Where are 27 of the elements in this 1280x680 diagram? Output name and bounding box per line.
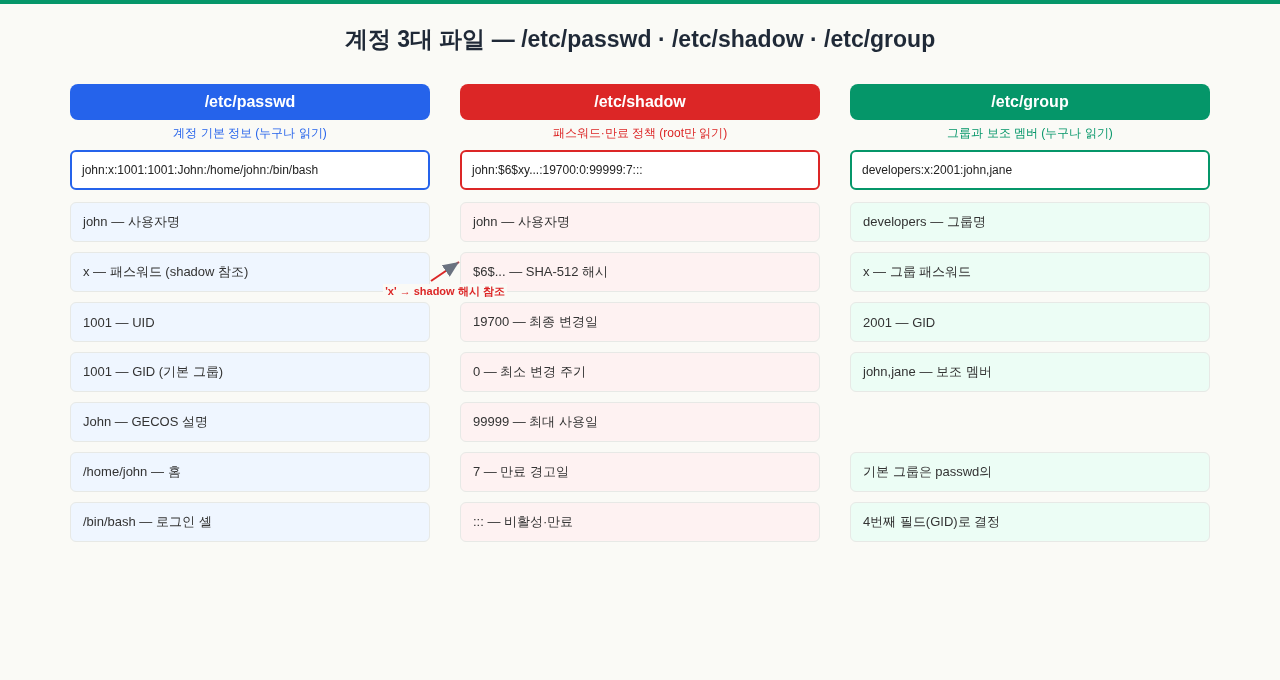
field-box: 1001 — GID (기본 그룹) — [70, 352, 430, 392]
column-header: /etc/group — [850, 84, 1210, 120]
field-box: john — 사용자명 — [460, 202, 820, 242]
field-box: 1001 — UID — [70, 302, 430, 342]
field-box: ::: — 비활성·만료 — [460, 502, 820, 542]
field-box: x — 그룹 패스워드 — [850, 252, 1210, 292]
field-box: 2001 — GID — [850, 302, 1210, 342]
field-box: 0 — 최소 변경 주기 — [460, 352, 820, 392]
subtitle: 계정 기본 정보 (누구나 읽기) — [172, 125, 328, 142]
field-box: 99999 — 최대 사용일 — [460, 402, 820, 442]
note-box: 기본 그룹은 passwd의 — [850, 452, 1210, 492]
edge-label: 'x' → shadow 해시 참조 — [383, 284, 507, 298]
arrow — [430, 261, 460, 282]
subtitle: 패스워드·만료 정책 (root만 읽기) — [551, 125, 729, 142]
field-box: john,jane — 보조 멤버 — [850, 352, 1210, 392]
field-box: developers — 그룹명 — [850, 202, 1210, 242]
subtitle: 그룹과 보조 멤버 (누구나 읽기) — [946, 125, 1114, 142]
field-box: John — GECOS 설명 — [70, 402, 430, 442]
column-header: /etc/shadow — [460, 84, 820, 120]
field-box: 19700 — 최종 변경일 — [460, 302, 820, 342]
note-box: 4번째 필드(GID)로 결정 — [850, 502, 1210, 542]
field-box: john — 사용자명 — [70, 202, 430, 242]
field-box: /bin/bash — 로그인 셸 — [70, 502, 430, 542]
title: 계정 3대 파일 — /etc/passwd · /etc/shadow · /etc/group — [343, 25, 937, 54]
field-box: /home/john — 홈 — [70, 452, 430, 492]
column-header: /etc/passwd — [70, 84, 430, 120]
field-box: 7 — 만료 경고일 — [460, 452, 820, 492]
